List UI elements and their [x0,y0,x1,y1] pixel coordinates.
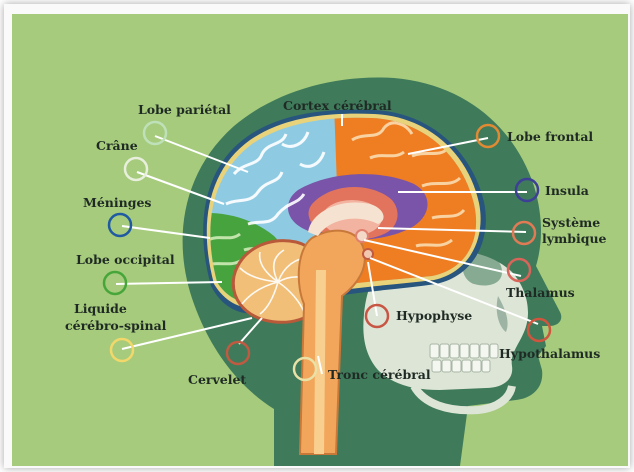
label-cortex: Cortex cérébral [283,98,392,113]
label-thalamus: Thalamus [506,285,575,300]
label-insula: Insula [545,183,589,198]
label-systeme-2: lymbique [542,231,607,246]
label-tronc: Tronc cérébral [328,367,431,382]
brain-diagram: Lobe pariétal Cortex cérébral Crâne Méni… [12,14,628,466]
label-systeme-1: Système [542,215,600,230]
picture-frame: Lobe pariétal Cortex cérébral Crâne Méni… [4,4,630,468]
label-liquide-1: Liquide [74,301,127,316]
label-meninges: Méninges [83,195,151,210]
label-hypothalamus: Hypothalamus [499,346,600,361]
label-hypophyse: Hypophyse [396,308,472,323]
label-cervelet: Cervelet [188,372,246,387]
label-lobe-occipital: Lobe occipital [76,252,175,267]
hypophysis-dot [363,249,373,259]
label-lobe-parietal: Lobe pariétal [138,102,231,117]
marker-meninges [109,214,131,236]
brain-diagram-panel: Lobe pariétal Cortex cérébral Crâne Méni… [12,14,628,466]
marker-liquide [111,339,133,361]
marker-lobe-parietal [144,122,166,144]
marker-crane [125,158,147,180]
label-crane: Crâne [96,138,138,153]
label-liquide-2: cérébro-spinal [65,318,167,333]
label-lobe-frontal: Lobe frontal [507,129,593,144]
